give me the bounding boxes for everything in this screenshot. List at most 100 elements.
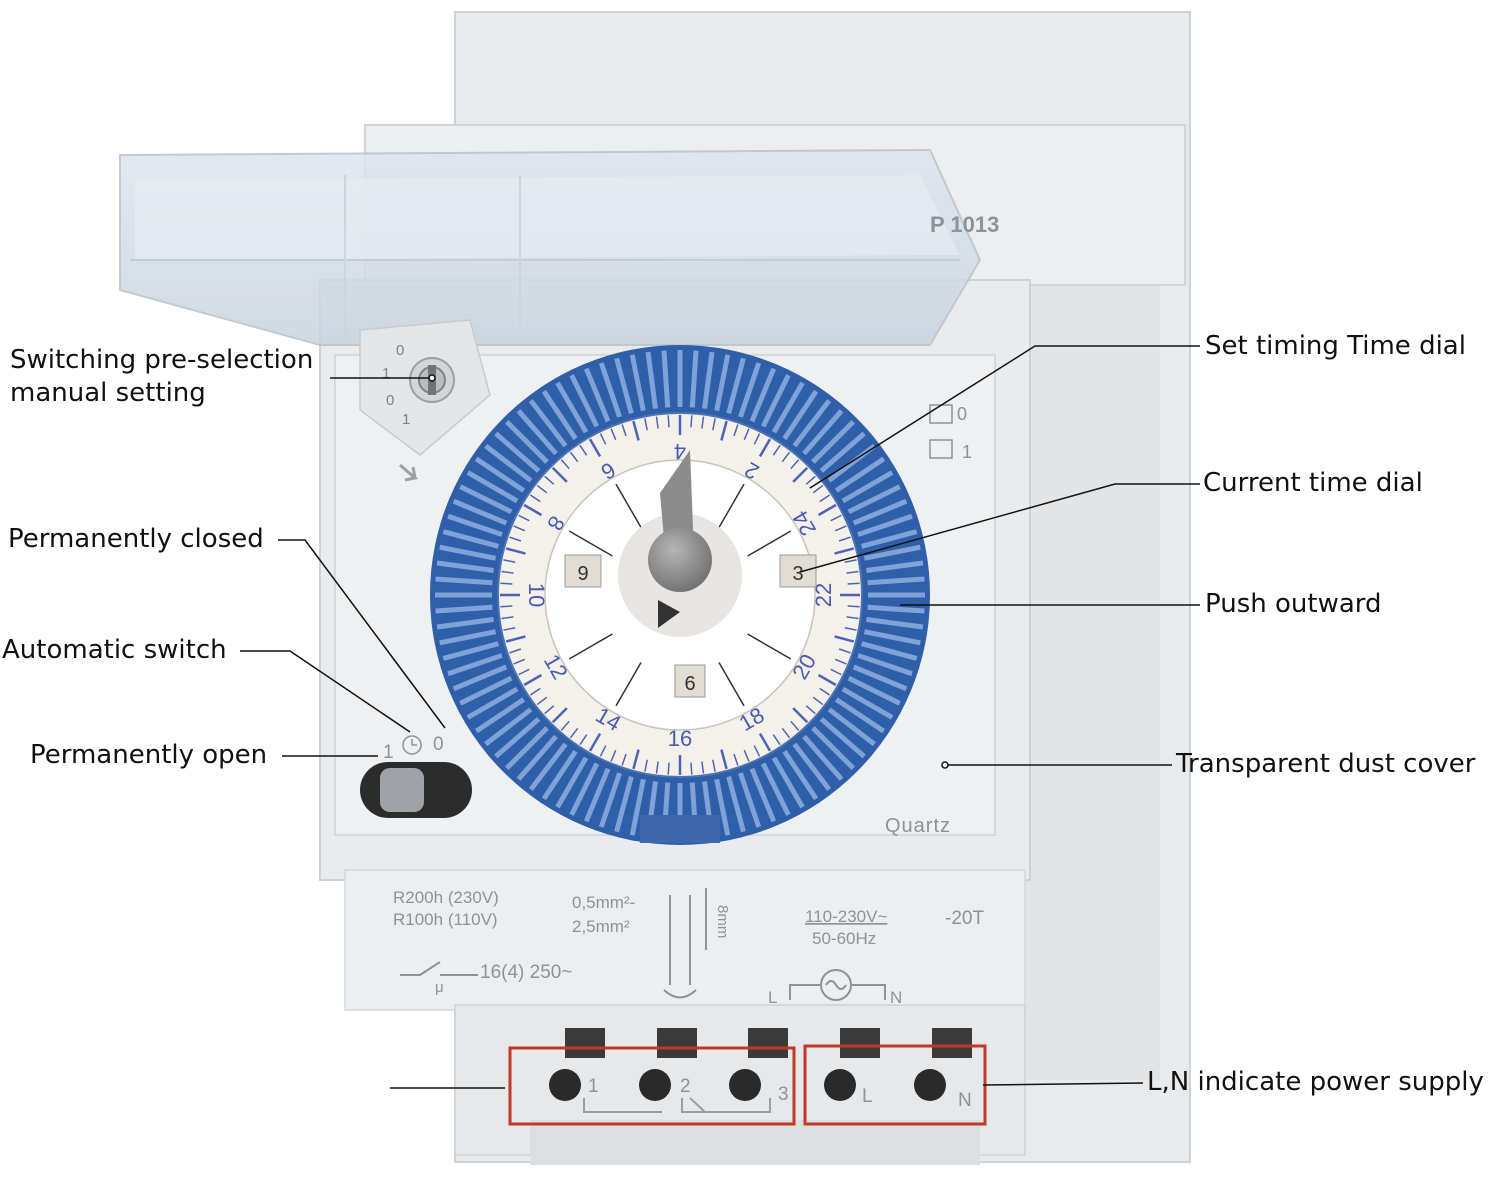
dial-segment[interactable] xyxy=(435,604,493,614)
dial-segment[interactable] xyxy=(841,470,894,504)
dial-segment[interactable] xyxy=(792,399,832,448)
dial-segment[interactable] xyxy=(802,734,844,781)
dial-segment[interactable] xyxy=(852,498,908,526)
dial-segment[interactable] xyxy=(569,762,600,816)
dial-segment[interactable] xyxy=(447,653,503,677)
dial-segment[interactable] xyxy=(614,775,634,833)
dial-segment[interactable] xyxy=(484,707,533,747)
dial-segment[interactable] xyxy=(439,544,497,561)
dial-segment[interactable] xyxy=(528,742,568,791)
dial-segment[interactable] xyxy=(442,641,500,661)
dial-segment[interactable] xyxy=(726,357,746,415)
dial-segment[interactable] xyxy=(857,513,913,537)
dial-segment[interactable] xyxy=(863,544,921,561)
dial-segments[interactable] xyxy=(435,350,925,840)
dial-segment[interactable] xyxy=(583,767,611,823)
dial-segment[interactable] xyxy=(702,351,715,409)
dial-segment[interactable] xyxy=(459,484,513,515)
dial-segment[interactable] xyxy=(866,617,924,630)
dial-segment[interactable] xyxy=(436,560,494,573)
dial-segment[interactable] xyxy=(749,367,777,423)
dial-segment[interactable] xyxy=(516,409,558,456)
dial-segment[interactable] xyxy=(504,419,549,464)
dial-segment[interactable] xyxy=(474,697,526,734)
dial-segment[interactable] xyxy=(860,641,918,661)
dial-segment[interactable] xyxy=(782,389,819,441)
dial-segment[interactable] xyxy=(583,367,611,423)
dial-segment[interactable] xyxy=(442,529,500,549)
dial-segment[interactable] xyxy=(860,529,918,549)
dial-segment[interactable] xyxy=(474,456,526,493)
dial-segment[interactable] xyxy=(661,350,671,408)
terminal-2[interactable] xyxy=(639,1069,671,1101)
dial-segment[interactable] xyxy=(841,686,894,720)
dial-segment[interactable] xyxy=(847,484,901,515)
dial-segment[interactable] xyxy=(629,778,646,836)
dial-segment[interactable] xyxy=(494,717,541,759)
dial-segment[interactable] xyxy=(867,576,925,586)
dial-segment[interactable] xyxy=(811,726,856,771)
terminal-l[interactable] xyxy=(824,1069,856,1101)
dial-segment[interactable] xyxy=(598,362,622,418)
dial-segment[interactable] xyxy=(760,762,791,816)
dial-segment[interactable] xyxy=(459,675,513,706)
dial-segment[interactable] xyxy=(645,351,658,409)
manual-switch[interactable] xyxy=(360,762,472,818)
dial-segment[interactable] xyxy=(569,374,600,428)
dial-segment[interactable] xyxy=(819,717,866,759)
dial-segment[interactable] xyxy=(827,707,876,747)
dial-segment[interactable] xyxy=(435,576,493,586)
terminal-3[interactable] xyxy=(729,1069,761,1101)
dial-segment[interactable] xyxy=(726,775,746,833)
dial-segment[interactable] xyxy=(852,664,908,692)
dial-segment[interactable] xyxy=(439,629,497,646)
dial-segment[interactable] xyxy=(541,749,578,801)
dial-segment[interactable] xyxy=(738,772,762,828)
inner-number-6: 6 xyxy=(684,673,695,695)
dial-segment[interactable] xyxy=(771,381,805,434)
callout-power-supply: L,N indicate power supply xyxy=(1147,1067,1484,1097)
dial-center-knob[interactable] xyxy=(648,528,712,592)
dial-segment[interactable] xyxy=(847,675,901,706)
dial-segment[interactable] xyxy=(629,354,646,412)
dial-segment[interactable] xyxy=(689,350,699,408)
dial-segment[interactable] xyxy=(452,498,508,526)
dial-segment[interactable] xyxy=(866,560,924,573)
dial-segment[interactable] xyxy=(782,749,819,801)
dial-segment[interactable] xyxy=(714,354,731,412)
dial-segment[interactable] xyxy=(555,381,589,434)
dial-segment[interactable] xyxy=(819,431,866,473)
dial-segment[interactable] xyxy=(792,742,832,791)
dial-segment[interactable] xyxy=(811,419,856,464)
dial-segment[interactable] xyxy=(863,629,921,646)
dial-segment[interactable] xyxy=(738,362,762,418)
dial-segment[interactable] xyxy=(867,604,925,614)
dial-segment[interactable] xyxy=(771,756,805,809)
dial-segment[interactable] xyxy=(857,653,913,677)
dial-segment[interactable] xyxy=(436,617,494,630)
dial-segment[interactable] xyxy=(447,513,503,537)
dial-segment[interactable] xyxy=(516,734,558,781)
dial-segment[interactable] xyxy=(466,686,519,720)
dial-segment[interactable] xyxy=(760,374,791,428)
dial-segment[interactable] xyxy=(714,778,731,836)
dial-segment[interactable] xyxy=(541,389,578,441)
terminal-n[interactable] xyxy=(914,1069,946,1101)
dial-segment[interactable] xyxy=(466,470,519,504)
dial-segment[interactable] xyxy=(494,431,541,473)
transparent-dust-cover[interactable] xyxy=(119,148,982,346)
dial-segment[interactable] xyxy=(528,399,568,448)
dial-segment[interactable] xyxy=(504,726,549,771)
dial-segment[interactable] xyxy=(834,697,886,734)
dial-segment[interactable] xyxy=(749,767,777,823)
current-time-dial[interactable]: 9 3 6 xyxy=(544,450,817,731)
dial-segment[interactable] xyxy=(614,357,634,415)
dial-segment[interactable] xyxy=(598,772,622,828)
dial-segment[interactable] xyxy=(452,664,508,692)
dial-segment[interactable] xyxy=(484,443,533,483)
contact-symbol-icon xyxy=(400,961,478,976)
dial-segment[interactable] xyxy=(555,756,589,809)
terminal-1[interactable] xyxy=(549,1069,581,1101)
dial-segment[interactable] xyxy=(802,409,844,456)
dial-segment[interactable] xyxy=(834,456,886,493)
